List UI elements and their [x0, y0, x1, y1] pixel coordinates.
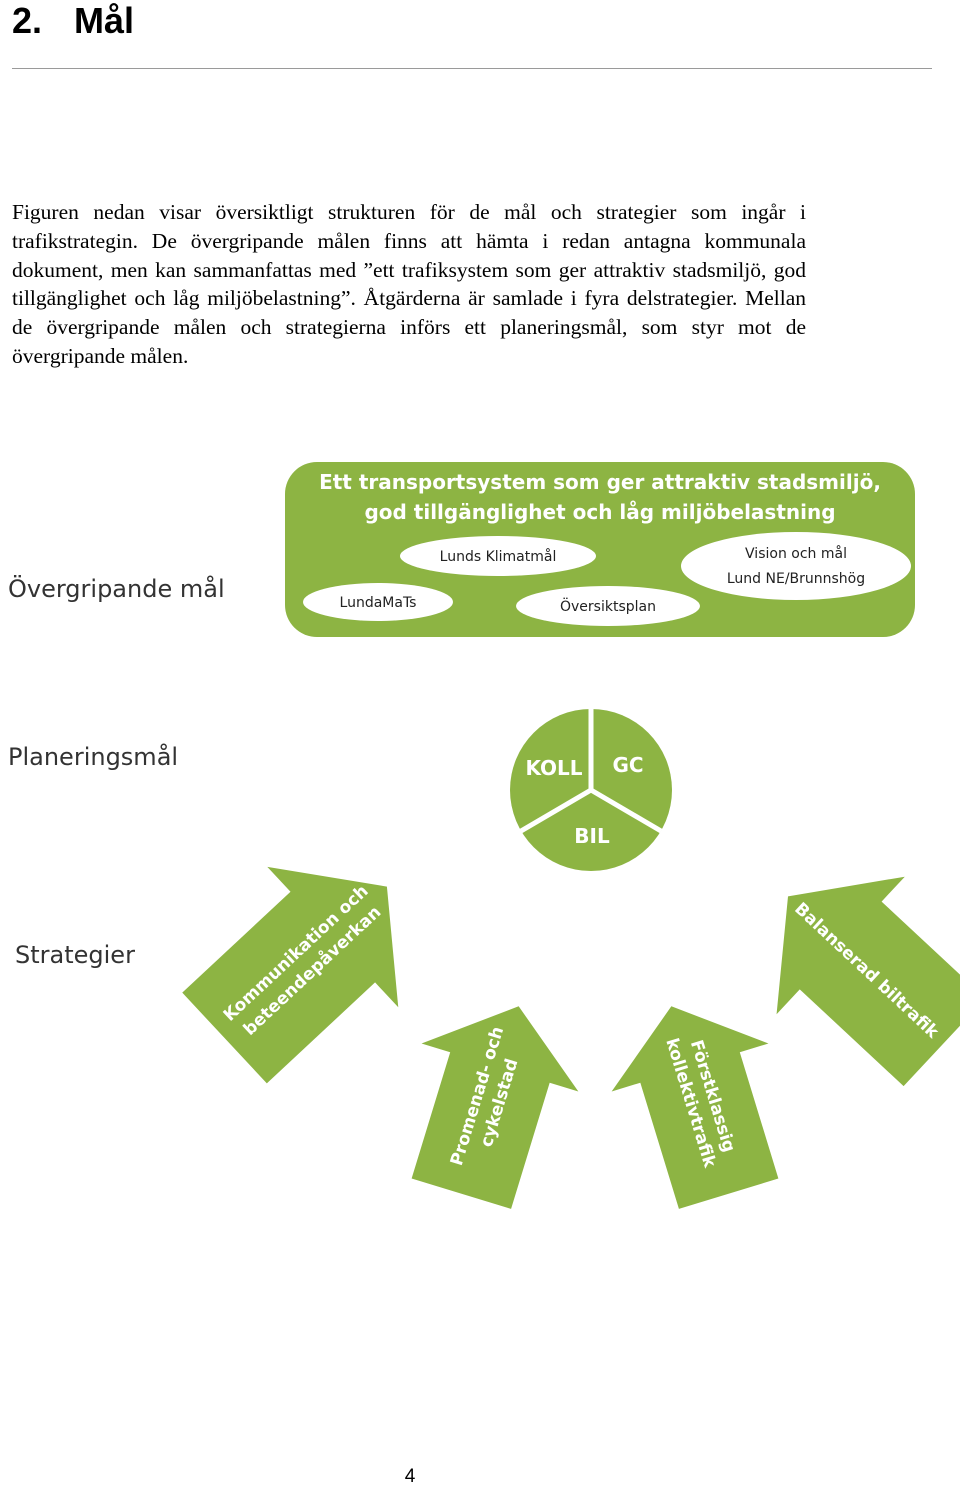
- pie-divider-left: [519, 787, 593, 834]
- page-number: 4: [404, 1466, 416, 1487]
- section-number: 2.: [12, 0, 43, 41]
- section-title: Mål: [74, 0, 135, 41]
- document-ellipse-lundamats: [303, 583, 453, 621]
- document-ellipse-klimatmal: [400, 536, 596, 576]
- overall-goal-line1: Ett transportsystem som ger attraktiv st…: [319, 470, 881, 494]
- document-lundamats: LundaMaTs: [340, 595, 417, 611]
- strategy-arrow-forstklassig: Förstklassig kollektivtrafik: [611, 1006, 779, 1209]
- document-ellipse-oversiktsplan: [516, 586, 700, 626]
- document-klimatmal: Lunds Klimatmål: [440, 548, 557, 565]
- document-vision-line2: Lund NE/Brunnshög: [727, 571, 865, 587]
- pie-divider-right: [589, 787, 663, 834]
- header-divider: [12, 68, 932, 69]
- pie-label-gc: GC: [612, 753, 643, 777]
- document-ellipse-vision: [681, 532, 911, 600]
- level-label-overall: Övergripande mål: [8, 574, 225, 603]
- goal-structure-diagram: .lvl { font-family: "DejaVu Sans", sans-…: [8, 462, 960, 1209]
- pie-label-bil: BIL: [574, 824, 610, 848]
- section-heading: 2. Mål: [12, 0, 134, 42]
- level-label-strategies: Strategier: [15, 941, 135, 969]
- pie-label-koll: KOLL: [525, 756, 582, 780]
- strategy-arrow-kommunikation: Kommunikation och beteendepåverkan: [182, 866, 399, 1084]
- strategy-arrow-balanserad: Balanserad biltrafik: [776, 876, 960, 1087]
- overall-goal-line2: god tillgänglighet och låg miljöbelastni…: [364, 500, 835, 524]
- document-vision-line1: Vision och mål: [745, 545, 847, 562]
- level-label-planning: Planeringsmål: [8, 742, 178, 771]
- intro-paragraph: Figuren nedan visar översiktligt struktu…: [12, 200, 806, 368]
- strategy-arrow-promenad: Promenad- och cykelstad: [411, 1006, 579, 1209]
- document-oversiktsplan: Översiktsplan: [560, 597, 656, 615]
